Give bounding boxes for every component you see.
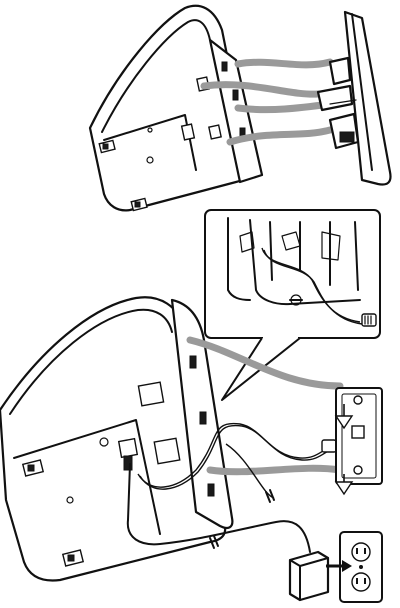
power-adapter (290, 552, 328, 600)
zoom-callout (205, 210, 380, 400)
wall-plate (336, 388, 382, 494)
power-outlet (326, 532, 382, 602)
wall-bracket-top (318, 12, 391, 185)
